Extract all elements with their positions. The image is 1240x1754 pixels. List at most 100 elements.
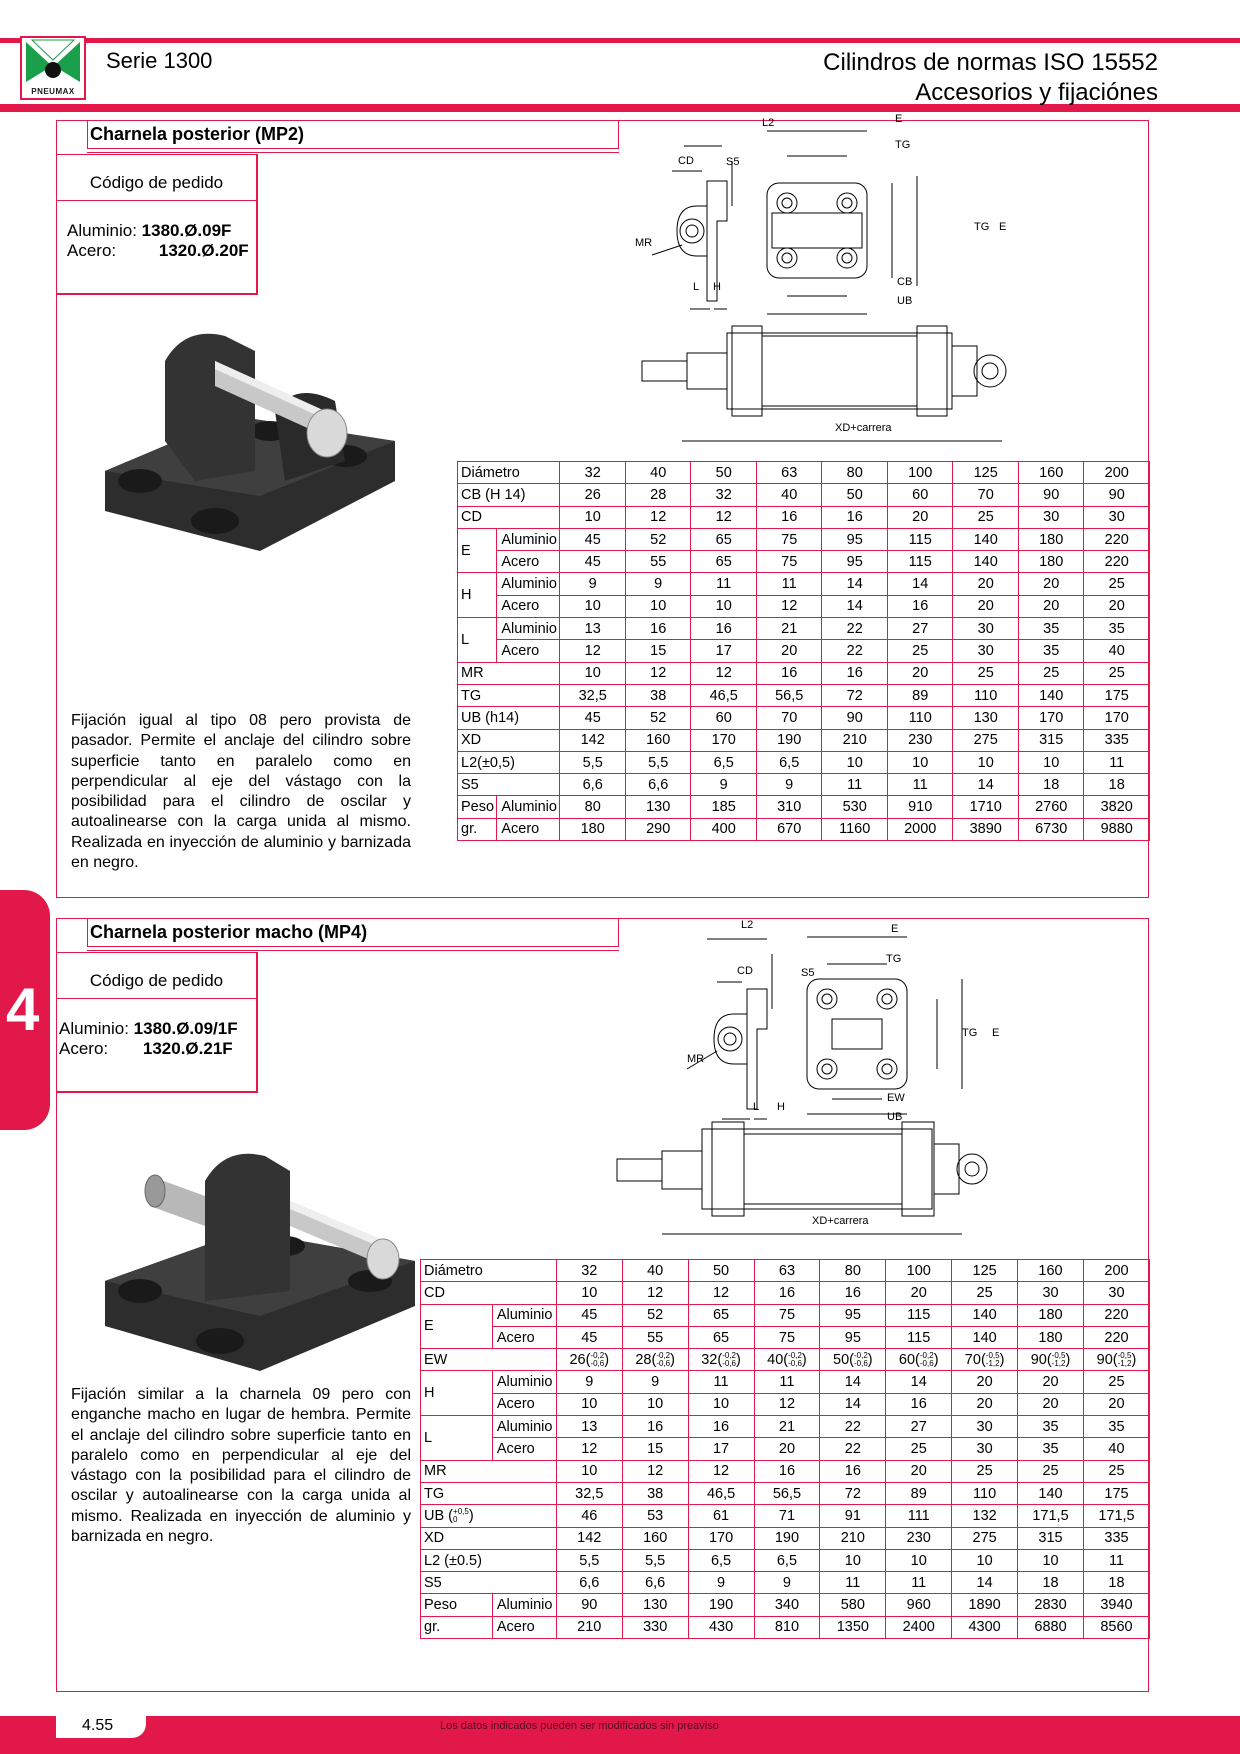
table-cell: 335 [1083,728,1150,752]
table-cell: Aluminio [491,1593,557,1617]
table-cell: 90(-0,5-1,2) [1017,1348,1084,1372]
table-cell: 16 [624,617,692,641]
table-cell: 25 [886,639,954,663]
label-s5: S5 [801,967,815,979]
table-cell: 25 [1083,572,1150,596]
label-tg: TG [886,953,902,965]
table-cell: 3890 [952,817,1019,842]
table-cell: 130 [952,706,1019,730]
table-cell: L [456,617,498,663]
table-cell: CB (H 14) [456,483,561,507]
table-cell: 4300 [951,1615,1019,1640]
table-cell: Diámetro [456,460,561,485]
table-cell: 18 [1083,773,1150,797]
header-bottom-bar [0,104,1240,112]
table-cell: 200 [1083,460,1150,485]
table-cell: 140 [952,550,1019,574]
table-cell: 335 [1082,1526,1151,1550]
table-cell: 175 [1082,1481,1151,1506]
table-cell: 9880 [1083,817,1150,842]
logo-text: PNEUMAX [31,87,75,96]
table-cell: 14 [821,594,888,619]
table-cell: 220 [1083,550,1150,574]
table-cell: 55 [624,550,692,574]
table-cell: 810 [753,1615,821,1640]
table-cell: 11 [755,572,823,596]
table-cell: 230 [885,1526,953,1550]
table-cell: 20 [1017,1370,1084,1394]
table-cell: 290 [624,817,692,842]
table-cell: 6880 [1017,1615,1084,1640]
table-cell: 9 [555,1370,623,1394]
table-cell: 220 [1083,527,1150,552]
table-cell: 17 [687,1437,755,1461]
table-cell: 50 [690,460,757,485]
table-cell: 125 [952,460,1019,485]
table-cell: 10 [885,1548,953,1573]
table-cell: 960 [885,1593,953,1617]
table-cell: 20 [951,1392,1019,1417]
table-cell: 10 [886,750,954,775]
table-cell: Aluminio [491,1415,557,1439]
table-cell: 75 [753,1303,821,1327]
table-cell: 190 [687,1593,755,1617]
table-cell: 25 [885,1437,953,1461]
description: Fijación igual al tipo 08 pero provista … [71,712,411,872]
order-code-box: Código de pedido Aluminio: 1380.Ø.09/1F … [56,952,258,1093]
table-cell: 5,5 [555,1548,623,1573]
table-cell: 16 [687,1415,755,1439]
table-cell: 6,6 [559,773,626,797]
table-cell: 5,5 [559,750,626,775]
order-code-label: Código de pedido [57,155,256,201]
footer-bar [0,1716,1240,1754]
table-cell: 180 [1017,1325,1084,1350]
table-cell: 16 [755,661,823,685]
table-cell: 9 [687,1571,755,1595]
table-cell: 9 [559,572,626,596]
table-cell: 30 [951,1415,1019,1439]
table-cell: 70 [755,706,823,730]
table-cell: 28(-0,2-0,6) [621,1348,689,1372]
table-cell: 10 [555,1459,623,1483]
table-cell: 14 [951,1571,1019,1595]
table-cell: 45 [559,706,626,730]
table-cell: 142 [559,728,626,752]
table-cell: 115 [885,1325,953,1350]
table-cell: 90 [1083,483,1150,507]
table-cell: 21 [755,617,823,641]
label-e: E [895,113,903,125]
table-cell: 140 [952,527,1019,552]
table-cell: 9 [755,773,823,797]
table-cell: 275 [951,1526,1019,1550]
table-cell: 40 [1083,639,1150,663]
table-cell: 132 [951,1504,1019,1528]
table-cell: 170 [1083,706,1150,730]
table-cell: 45 [559,550,626,574]
table-cell: 11 [1082,1548,1151,1573]
table-cell: 220 [1082,1325,1151,1350]
table-cell: 9 [621,1370,689,1394]
page-title-line2: Accesorios y fijaciónes [915,79,1158,106]
table-cell: 25 [952,661,1019,685]
table-cell: 20 [1017,594,1085,619]
table-cell: 95 [819,1325,887,1350]
table-cell: CD [420,1281,557,1305]
table-cell: 32 [559,460,626,485]
table-cell: 190 [753,1526,821,1550]
table-cell: 63 [755,460,823,485]
table-cell: 530 [821,795,888,819]
label-e-vertical: E [999,221,1007,233]
section-title: Charnela posterior (MP2) [87,121,619,153]
table-cell: MR [456,661,561,685]
table-cell: 20 [1083,594,1150,619]
